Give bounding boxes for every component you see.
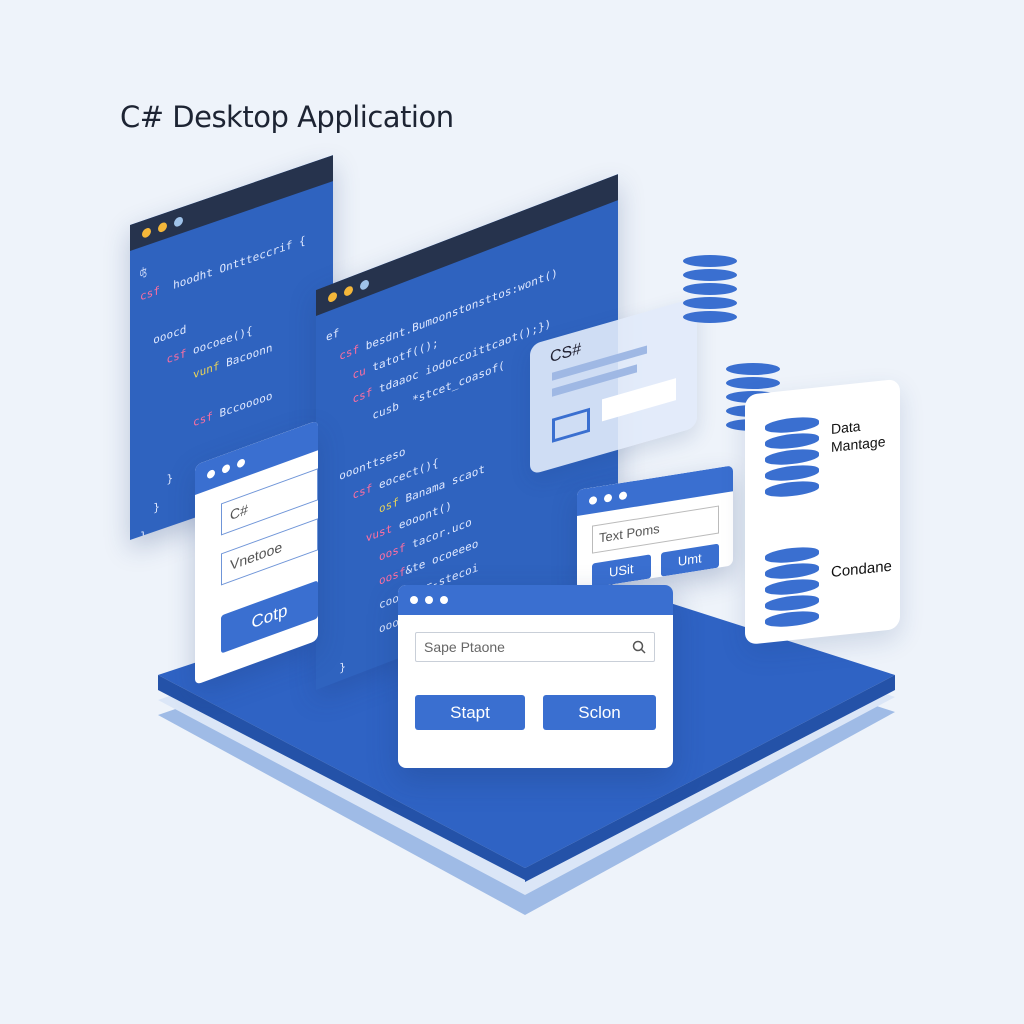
window-dot-icon bbox=[328, 290, 337, 303]
window-dot-icon bbox=[158, 220, 167, 233]
database-icon bbox=[683, 255, 737, 323]
database-panel: Data Mantage Condane bbox=[745, 378, 900, 645]
glass-card-label: CS# bbox=[550, 340, 582, 367]
stapt-button[interactable]: Stapt bbox=[415, 695, 525, 730]
search-icon[interactable] bbox=[632, 640, 646, 654]
window-dot-icon bbox=[604, 493, 612, 503]
condane-label: Condane bbox=[831, 557, 892, 581]
window-dot-icon bbox=[440, 596, 448, 604]
window-dot-icon bbox=[237, 457, 245, 469]
window-dot-icon bbox=[222, 463, 230, 475]
input-field[interactable] bbox=[602, 378, 676, 422]
left-form-window: C# Vnetooe Cotp bbox=[195, 420, 318, 685]
window-dot-icon bbox=[344, 284, 353, 297]
sclon-button[interactable]: Sclon bbox=[543, 695, 656, 730]
window-dot-icon bbox=[619, 491, 627, 501]
search-input[interactable]: Sape Ptaone bbox=[424, 639, 505, 655]
database-icon bbox=[765, 415, 819, 501]
window-dot-icon bbox=[410, 596, 418, 604]
window-dot-icon bbox=[207, 468, 215, 480]
data-mantage-label: Data Mantage bbox=[831, 417, 886, 455]
database-icon bbox=[765, 545, 819, 631]
window-dot-icon bbox=[360, 278, 369, 291]
front-window: Sape Ptaone Stapt Sclon bbox=[398, 585, 673, 768]
window-dot-icon bbox=[589, 495, 597, 506]
window-dot-icon bbox=[142, 226, 151, 239]
cotp-button[interactable]: Cotp bbox=[221, 580, 318, 654]
window-dot-icon bbox=[174, 215, 183, 228]
page-title: C# Desktop Application bbox=[120, 100, 454, 134]
search-box[interactable]: Sape Ptaone bbox=[415, 632, 655, 662]
checkbox[interactable] bbox=[552, 407, 590, 443]
window-dot-icon bbox=[425, 596, 433, 604]
